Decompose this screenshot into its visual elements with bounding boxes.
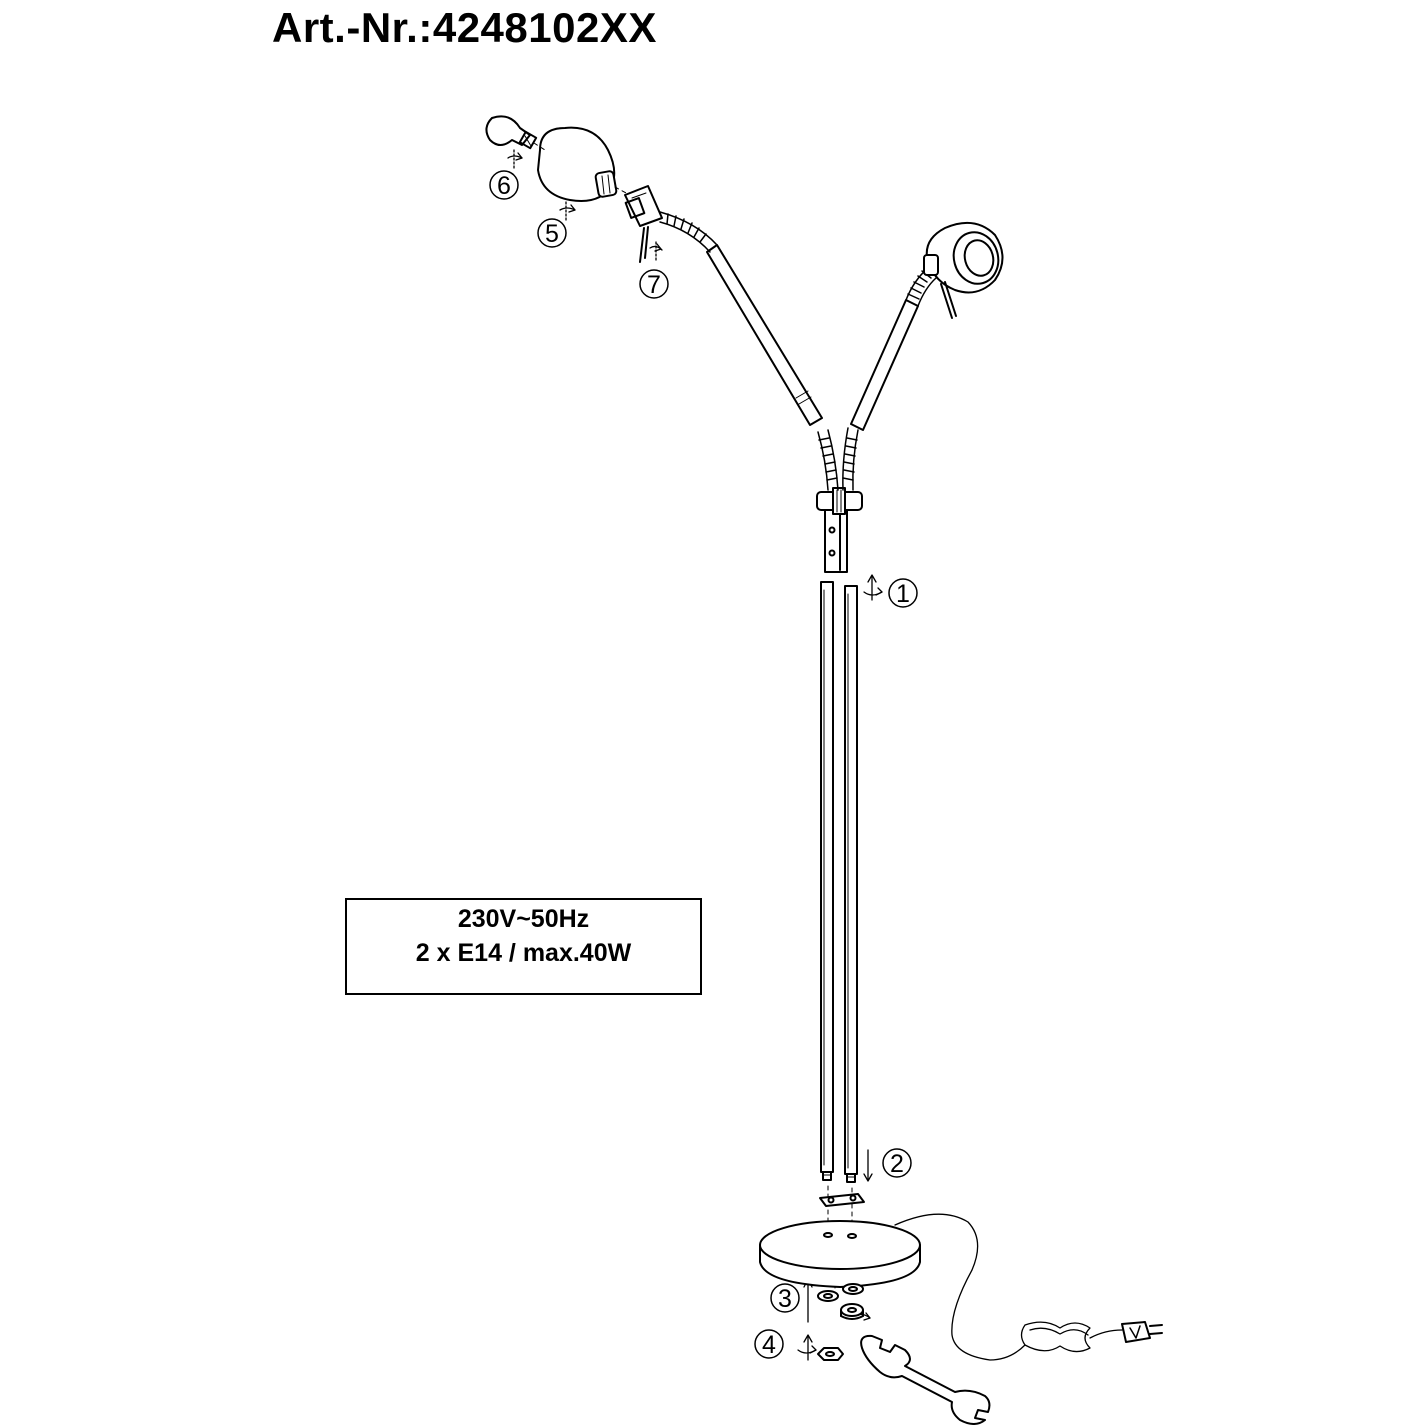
arm-left [706,244,823,426]
nut-right [840,1303,864,1320]
rotation-arrow-6 [507,149,523,169]
step-number-7: 7 [647,271,661,299]
gooseneck-right-lower [842,427,859,491]
step-number-2: 2 [890,1150,904,1178]
step-circle-3 [770,1283,800,1313]
rotation-arrow-1 [863,574,883,601]
step-number-6: 6 [497,172,511,200]
gooseneck-left-upper [659,211,718,253]
step-number-5: 5 [545,220,559,248]
step-circle-1 [888,578,918,608]
power-plug [1121,1321,1163,1343]
spec-bulbs: 2 x E14 / max.40W [415,939,632,967]
washer-left [817,1290,839,1302]
nut-left [817,1347,844,1361]
step-circle-6 [489,170,519,200]
rotation-arrow-7 [649,241,663,261]
electrical-spec-box: 230V~50Hz 2 x E14 / max.40W [345,898,702,995]
joint-block [816,487,863,573]
article-number-title: Art.-Nr.:4248102XX [272,4,657,51]
step-number-3: 3 [778,1285,792,1313]
step-number-4: 4 [762,1331,776,1359]
step-number-1: 1 [896,580,910,608]
washer-right [842,1283,864,1295]
step-circle-2 [882,1148,912,1178]
lamp-socket [624,185,663,263]
step-circle-5 [537,218,567,248]
glass-shade [537,126,618,202]
step-circle-4 [754,1329,784,1359]
lamp-head-right [923,221,1004,319]
rotation-arrow-5 [559,201,576,221]
spec-voltage: 230V~50Hz [457,905,590,933]
wrench [860,1334,991,1425]
arm-right [850,299,919,431]
step-circle-7 [639,269,669,299]
pole-tube-right [844,585,858,1183]
mounting-plate [819,1193,865,1207]
lamp-base [759,1220,921,1288]
gooseneck-left-lower [817,429,839,491]
power-cord [894,1213,1123,1361]
assembly-guidelines [533,142,854,1293]
pole-tube-left [820,581,834,1181]
light-bulb [485,115,538,150]
arrow-2 [863,1149,873,1182]
